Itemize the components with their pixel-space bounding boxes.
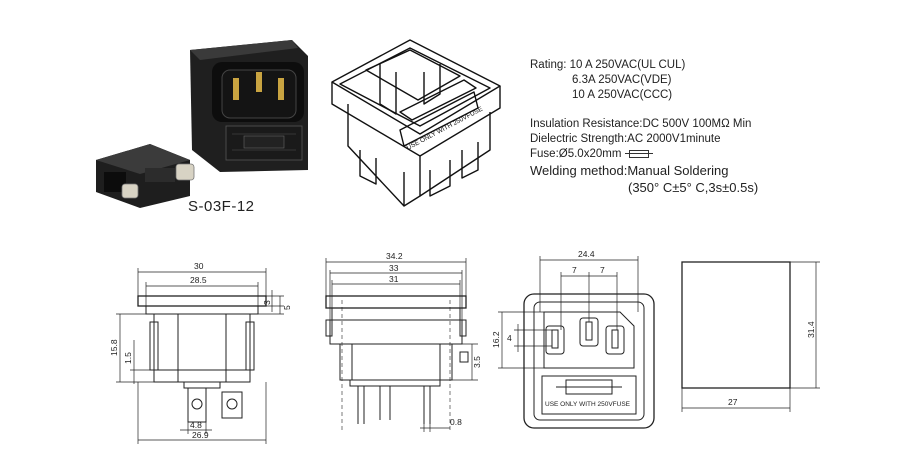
dim-31-4: 31.4 — [806, 321, 816, 338]
front-view — [325, 258, 478, 432]
model-number: S-03F-12 — [188, 198, 255, 215]
spec-rating-ul: Rating: 10 A 250VAC(UL CUL) — [530, 59, 686, 71]
dim-1-5: 1.5 — [123, 352, 133, 364]
dim-7-right: 7 — [600, 265, 605, 275]
dim-3-5: 3.5 — [472, 356, 482, 368]
dim-0-8: 0.8 — [450, 417, 462, 427]
dim-26-9: 26.9 — [192, 430, 209, 440]
spec-fuse-text: Fuse:Ø5.0x20mm — [530, 148, 622, 160]
spec-block: Rating: 10 A 250VAC(UL CUL) 6.3A 250VAC(… — [530, 58, 910, 196]
spec-rating-ccc: 10 A 250VAC(CCC) — [572, 89, 673, 101]
dim-4-8: 4.8 — [190, 420, 202, 430]
dim-5: 5 — [282, 305, 292, 310]
socket-line-drawing — [331, 39, 501, 207]
dim-27: 27 — [728, 397, 738, 407]
fuse-label-face: USE ONLY WITH 250VFUSE — [545, 401, 631, 408]
spec-dielectric: Dielectric Strength:AC 2000V1minute — [530, 133, 721, 145]
dim-4: 4 — [507, 333, 512, 343]
dim-31: 31 — [389, 274, 399, 284]
socket-photo — [190, 40, 308, 172]
dim-16-2: 16.2 — [491, 331, 501, 348]
fuse-symbol-icon — [625, 149, 654, 158]
spec-fuse: Fuse:Ø5.0x20mm — [530, 147, 910, 162]
spec-welding: Welding method:Manual Soldering — [530, 163, 729, 178]
dim-3: 3 — [262, 300, 272, 305]
spec-insulation: Insulation Resistance:DC 500V 100MΩ Min — [530, 118, 752, 130]
dim-24-4: 24.4 — [578, 249, 595, 259]
dim-15-8: 15.8 — [109, 339, 119, 356]
fuse-drawer-photo — [96, 144, 195, 208]
dim-33: 33 — [389, 263, 399, 273]
dim-28-5: 28.5 — [190, 275, 207, 285]
side-view — [116, 268, 284, 444]
dim-34-2: 34.2 — [386, 251, 403, 261]
spec-rating-vde: 6.3A 250VAC(VDE) — [572, 74, 672, 86]
face-view — [498, 256, 655, 429]
panel-cutout-view — [681, 261, 820, 412]
dim-7-left: 7 — [572, 265, 577, 275]
spec-welding-temp: (350° C±5° C,3s±0.5s) — [628, 180, 759, 195]
dim-30: 30 — [194, 261, 204, 271]
